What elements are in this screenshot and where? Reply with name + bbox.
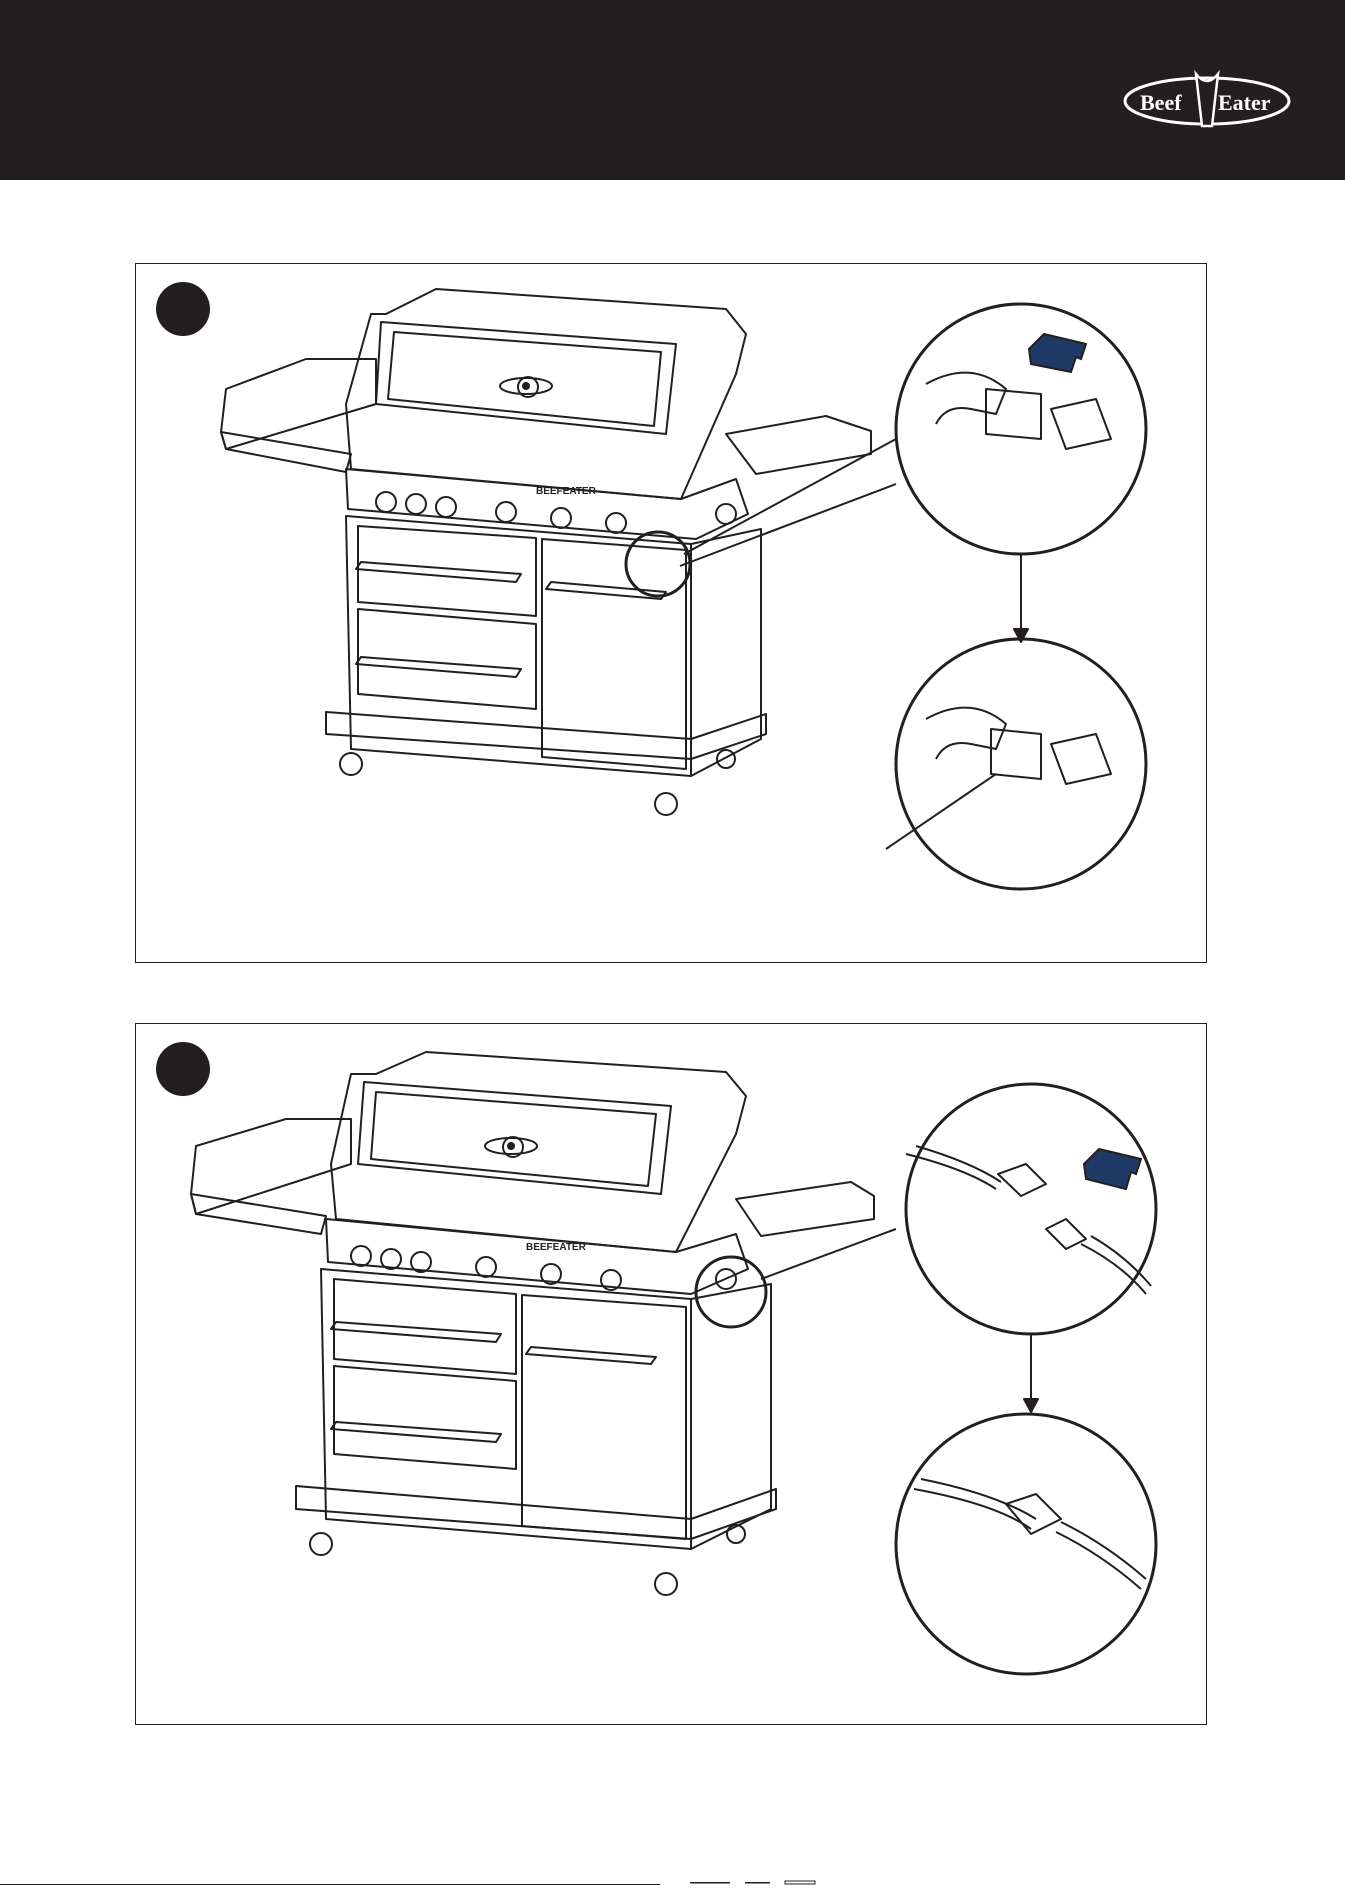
header-bar: Beef Eater (0, 0, 1345, 180)
instruction-panel-2: BEEFEATER (135, 1023, 1207, 1725)
logo-text-right: Eater (1218, 90, 1271, 115)
footer-rule (0, 1884, 660, 1885)
nameplate-text: BEEFEATER (536, 486, 597, 497)
nameplate-text: BEEFEATER (526, 1242, 587, 1253)
logo-text-left: Beef (1140, 90, 1182, 115)
grill-illustration-1: BEEFEATER (136, 264, 1206, 962)
beefeater-logo: Beef Eater (1122, 66, 1292, 136)
grill-illustration-2: BEEFEATER (136, 1024, 1206, 1724)
instruction-panel-1: BEEFEATER (135, 263, 1207, 963)
footer-marks (690, 1880, 830, 1888)
